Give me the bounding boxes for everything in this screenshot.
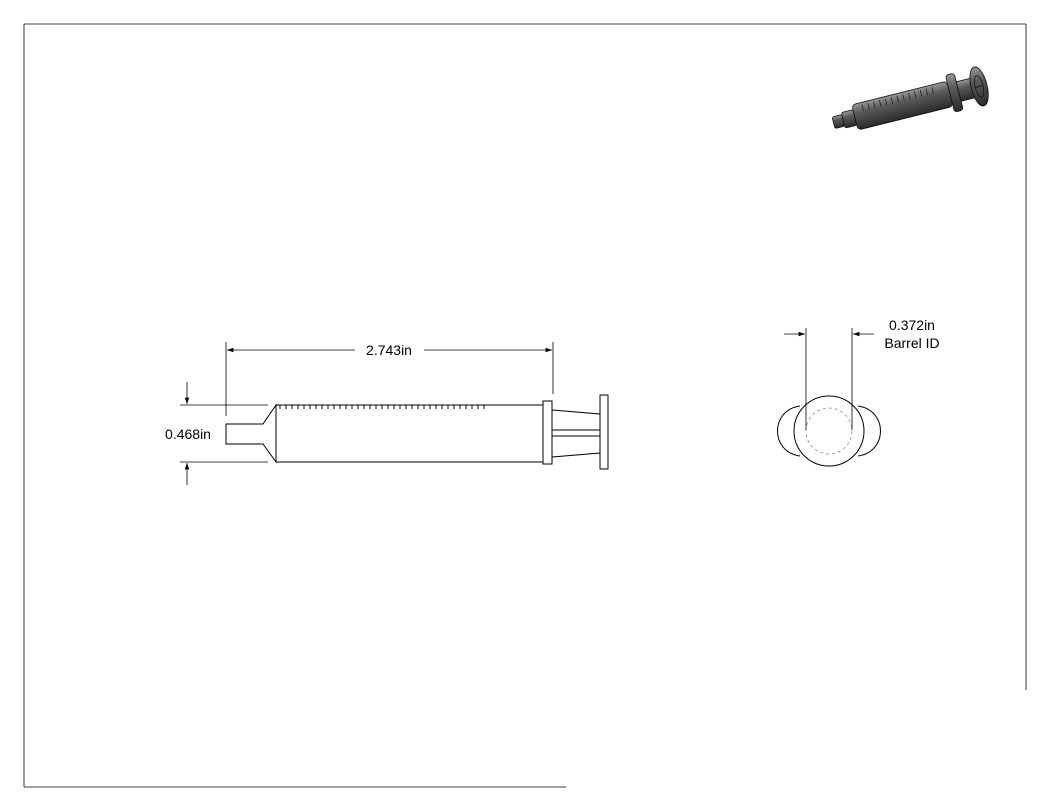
length-dimension-label: 2.743in: [366, 342, 412, 358]
length-dimension: 2.743in: [225, 342, 554, 416]
sheet-border: [23, 23, 1027, 788]
isometric-view: [832, 66, 989, 130]
side-view: [225, 394, 609, 470]
end-view: [777, 395, 881, 467]
diameter-dimension-label: 0.468in: [165, 426, 211, 442]
diameter-dimension: 0.468in: [165, 382, 268, 485]
graduation-marks: [279, 405, 485, 409]
barrel-id-value: 0.372in: [889, 317, 935, 333]
barrel-id-label: Barrel ID: [884, 335, 939, 351]
barrel-id-dimension: 0.372in Barrel ID: [784, 317, 940, 430]
